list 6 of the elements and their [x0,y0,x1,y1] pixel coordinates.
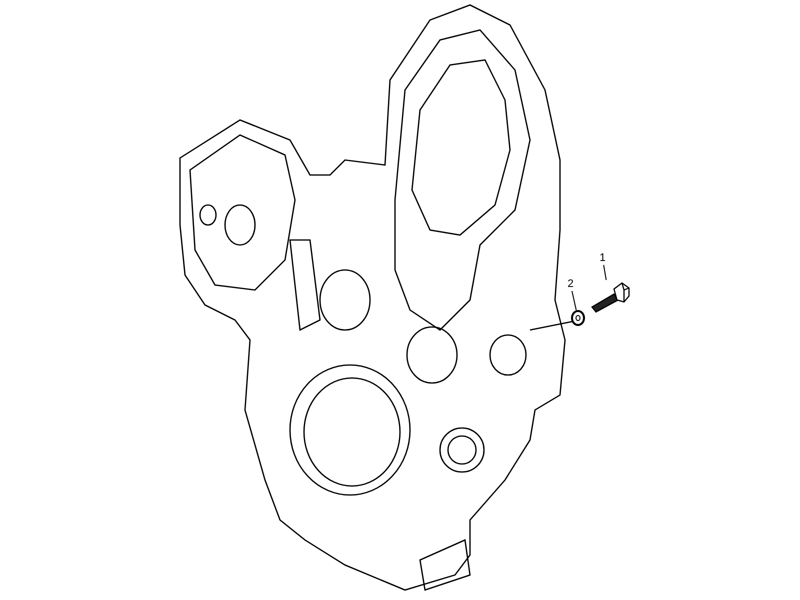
leader-line [571,290,577,310]
callout-number: 1 [597,252,608,265]
washer-drawing [570,310,586,326]
callout-number: 2 [565,278,576,291]
leader-line [603,264,607,280]
bolt-drawing [588,280,630,312]
